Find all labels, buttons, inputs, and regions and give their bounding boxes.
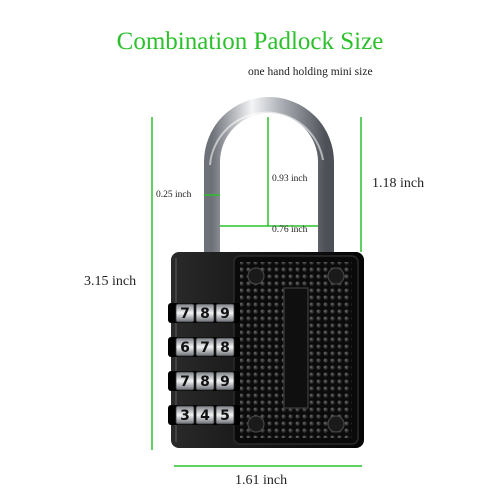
dial-wheel[interactable]	[195, 405, 215, 425]
label-total-height: 3.15 inch	[84, 274, 137, 289]
dial-digit: 3	[180, 408, 190, 424]
shackle	[204, 97, 334, 265]
dial-wheel[interactable]	[215, 405, 235, 425]
label-body-width: 1.61 inch	[235, 473, 288, 488]
dial-wheel[interactable]	[195, 303, 215, 323]
dimension-lines	[151, 117, 362, 467]
dial-digit: 7	[180, 306, 190, 322]
dial-wheel[interactable]	[215, 371, 235, 391]
dial-wheel[interactable]	[175, 371, 195, 391]
rivet-icon	[247, 415, 265, 433]
dial-digit: 5	[220, 408, 230, 424]
label-shackle-total-height: 1.18 inch	[372, 176, 425, 191]
dial-digit: 8	[200, 306, 210, 322]
label-shackle-height: 0.93 inch	[272, 174, 308, 184]
dial-digit: 9	[220, 306, 230, 322]
page-subtitle: one hand holding mini size	[248, 66, 373, 78]
rivet-icon	[247, 267, 265, 285]
dial-wheel[interactable]	[195, 337, 215, 357]
dial-wheel[interactable]	[175, 405, 195, 425]
dial-wheel[interactable]	[215, 337, 235, 357]
dial-digit: 7	[180, 374, 190, 390]
rivet-icon	[327, 267, 345, 285]
dial-digit: 6	[180, 340, 190, 356]
dial-digit: 4	[200, 408, 210, 424]
rivet-icon	[327, 415, 345, 433]
dial-wheel[interactable]	[215, 303, 235, 323]
dial-wheel[interactable]	[175, 337, 195, 357]
dial-digit: 8	[220, 340, 230, 356]
label-shackle-wire: 0.25 inch	[156, 190, 192, 200]
dial-digit: 7	[200, 340, 210, 356]
dial-wheel[interactable]	[175, 303, 195, 323]
dial-digit: 8	[200, 374, 210, 390]
page-title: Combination Padlock Size	[116, 28, 384, 55]
label-shackle-inner-width: 0.76 inch	[272, 225, 308, 235]
dial-digit: 9	[220, 374, 230, 390]
dial-wheel[interactable]	[195, 371, 215, 391]
lock-body	[171, 252, 364, 448]
